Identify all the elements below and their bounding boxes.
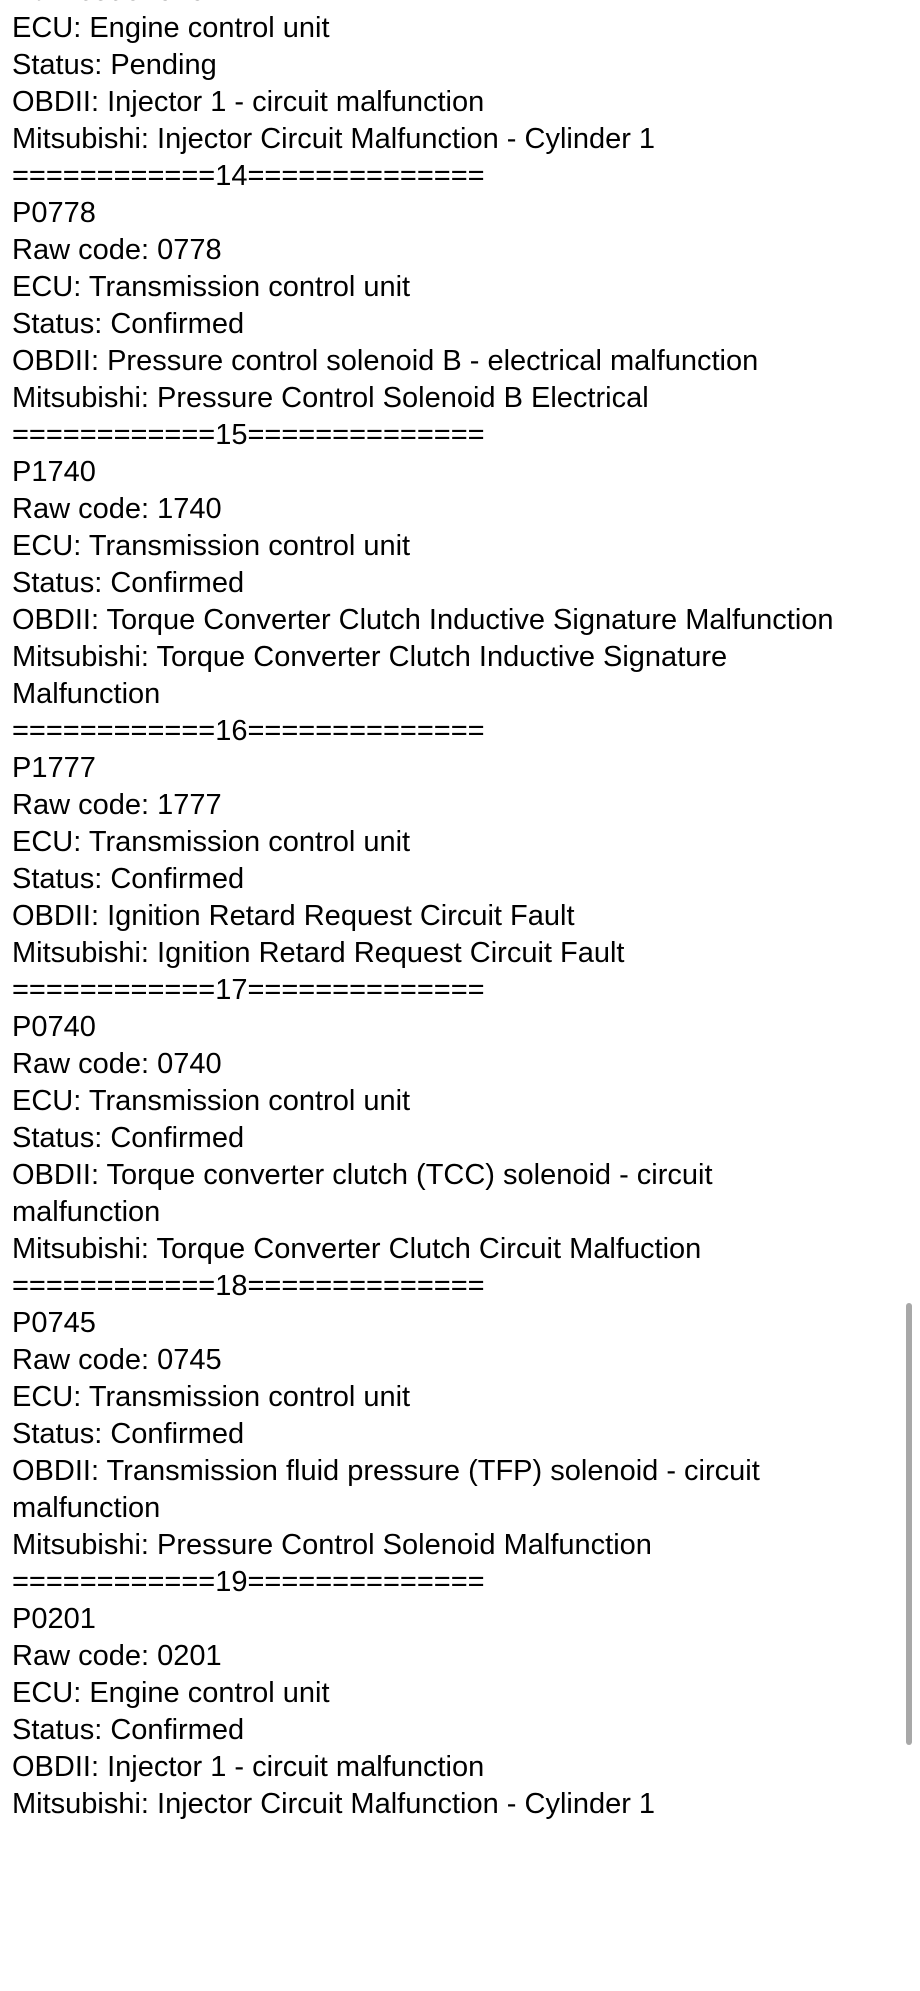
obd-description: OBDII: Transmission fluid pressure (TFP)… (12, 1455, 760, 1524)
manufacturer-description: Mitsubishi: Injector Circuit Malfunction… (12, 123, 656, 155)
separator: ============16============== (12, 715, 485, 747)
obd-description: OBDII: Torque Converter Clutch Inductive… (12, 604, 834, 636)
dtc-code: P1777 (12, 752, 96, 784)
raw-code: Raw code: 0201 (12, 1640, 222, 1672)
manufacturer-description: Mitsubishi: Torque Converter Clutch Circ… (12, 1233, 702, 1265)
scrollbar[interactable] (906, 1303, 912, 1745)
manufacturer-description: Mitsubishi: Ignition Retard Request Circ… (12, 937, 625, 969)
manufacturer-description: Mitsubishi: Injector Circuit Malfunction… (12, 1788, 656, 1820)
dtc-entry-partial: Raw code: 0201 ECU: Engine control unit … (12, 0, 862, 158)
separator: ============17============== (12, 974, 485, 1006)
ecu: ECU: Transmission control unit (12, 530, 411, 562)
status: Status: Confirmed (12, 863, 245, 895)
obd-description: OBDII: Injector 1 - circuit malfunction (12, 1751, 485, 1783)
status: Status: Confirmed (12, 1122, 245, 1154)
raw-code: Raw code: 0745 (12, 1344, 222, 1376)
raw-code: Raw code: 0778 (12, 234, 222, 266)
status: Status: Confirmed (12, 1418, 245, 1450)
obd-description: OBDII: Torque converter clutch (TCC) sol… (12, 1159, 713, 1228)
ecu: ECU: Engine control unit (12, 1677, 330, 1709)
ecu: ECU: Transmission control unit (12, 826, 411, 858)
status: Status: Pending (12, 49, 217, 81)
ecu: ECU: Transmission control unit (12, 1381, 411, 1413)
ecu: ECU: Engine control unit (12, 12, 330, 44)
dtc-code: P0745 (12, 1307, 96, 1339)
status: Status: Confirmed (12, 308, 245, 340)
separator: ============19============== (12, 1566, 485, 1598)
ecu: ECU: Transmission control unit (12, 271, 411, 303)
manufacturer-description: Mitsubishi: Pressure Control Solenoid Ma… (12, 1529, 652, 1561)
raw-code: Raw code: 1777 (12, 789, 222, 821)
obd-description: OBDII: Ignition Retard Request Circuit F… (12, 900, 575, 932)
status: Status: Confirmed (12, 1714, 245, 1746)
raw-code: Raw code: 1740 (12, 493, 222, 525)
obd-description: OBDII: Pressure control solenoid B - ele… (12, 345, 759, 377)
dtc-report-text: Raw code: 0201 ECU: Engine control unit … (12, 0, 862, 1823)
separator: ============15============== (12, 419, 485, 451)
separator: ============18============== (12, 1270, 485, 1302)
raw-code: Raw code: 0740 (12, 1048, 222, 1080)
manufacturer-description: Mitsubishi: Pressure Control Solenoid B … (12, 382, 649, 414)
dtc-code: P0778 (12, 197, 96, 229)
ecu: ECU: Transmission control unit (12, 1085, 411, 1117)
status: Status: Confirmed (12, 567, 245, 599)
manufacturer-description: Mitsubishi: Torque Converter Clutch Indu… (12, 641, 728, 710)
dtc-code: P0201 (12, 1603, 96, 1635)
separator: ============14============== (12, 160, 485, 192)
dtc-code: P0740 (12, 1011, 96, 1043)
raw-code: Raw code: 0201 (12, 0, 862, 10)
dtc-code: P1740 (12, 456, 96, 488)
obd-description: OBDII: Injector 1 - circuit malfunction (12, 86, 485, 118)
